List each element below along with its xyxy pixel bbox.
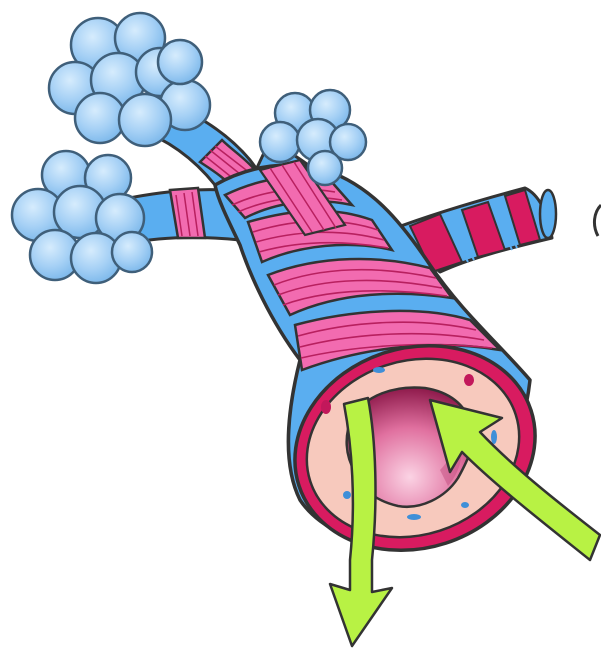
cell-nucleus — [491, 430, 497, 444]
cell-nucleus — [343, 491, 351, 499]
cell-nucleus — [461, 502, 469, 508]
cell-nucleus — [407, 514, 421, 520]
cell-nucleus — [321, 400, 331, 414]
cell-nucleus — [464, 374, 474, 386]
cell-nucleus — [373, 367, 385, 373]
